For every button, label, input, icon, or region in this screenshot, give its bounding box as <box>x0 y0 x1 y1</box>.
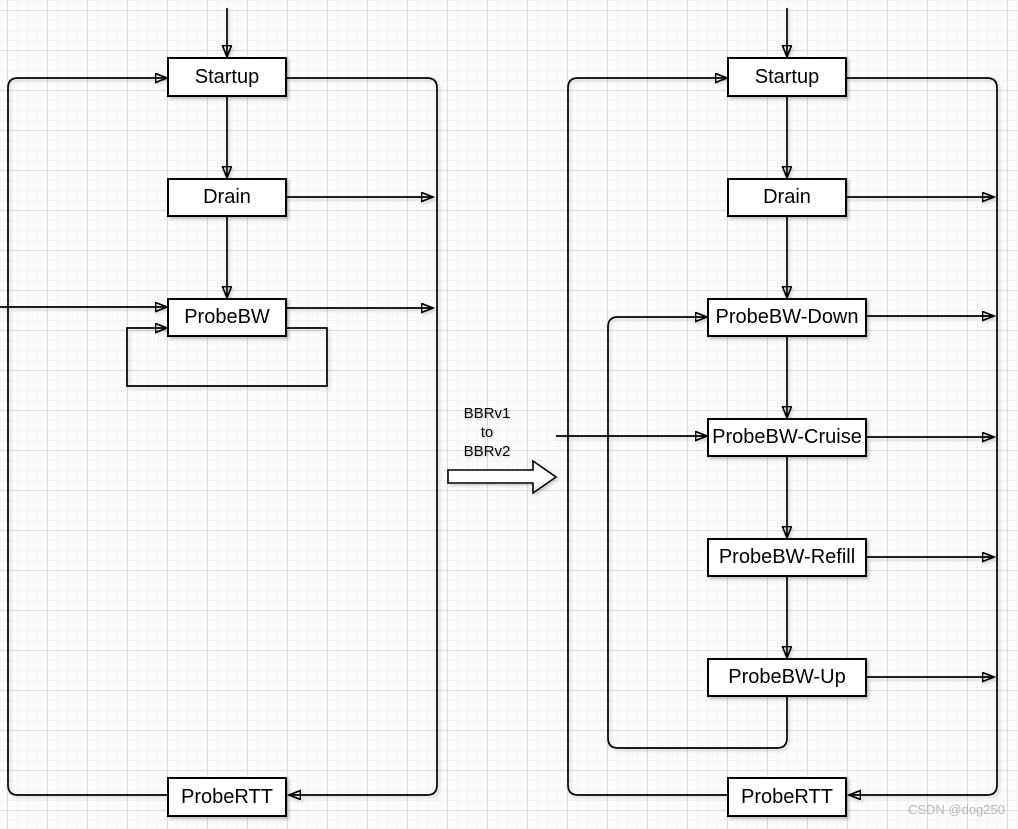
state-label: ProbeBW-Down <box>715 306 859 328</box>
state-node-v2-drain: Drain <box>727 178 847 217</box>
bbrv1-to-bbrv2-block-arrow-icon <box>447 459 558 495</box>
state-node-v1-drain: Drain <box>167 178 287 217</box>
state-node-v2-probebw-cruise: ProbeBW-Cruise <box>707 418 867 457</box>
transition-label-line2: to <box>480 424 494 441</box>
state-label: Drain <box>203 186 251 208</box>
state-node-v1-startup: Startup <box>167 57 287 97</box>
state-node-v1-probertt: ProbeRTT <box>167 777 287 817</box>
transition-label-line3: BBRv2 <box>463 443 511 460</box>
transition-label: BBRv1 to BBRv2 <box>427 404 547 461</box>
state-label: ProbeRTT <box>741 785 833 808</box>
state-node-v2-probebw-refill: ProbeBW-Refill <box>707 538 867 577</box>
state-label: Startup <box>194 65 260 88</box>
state-node-v1-probebw: ProbeBW <box>167 298 287 337</box>
transition-label-line1: BBRv1 <box>463 405 511 422</box>
edge-v1-probertt-to-startup-left-rail <box>7 78 167 796</box>
state-label: ProbeBW-Cruise <box>712 426 862 448</box>
state-node-v2-probebw-up: ProbeBW-Up <box>707 658 867 697</box>
state-label: Startup <box>754 65 820 88</box>
state-node-v2-probertt: ProbeRTT <box>727 777 847 817</box>
edge-v2-startup-to-probertt-right-rail <box>847 77 998 795</box>
state-label: Drain <box>763 186 811 208</box>
edge-v1-startup-to-probertt-right-rail <box>287 77 438 795</box>
state-label: ProbeRTT <box>181 785 273 808</box>
edge-v2-up-loop-to-down <box>607 317 788 749</box>
state-node-v2-probebw-down: ProbeBW-Down <box>707 298 867 337</box>
csdn-watermark: CSDN @dog250 <box>907 802 1005 817</box>
edge-v1-probebw-self-loop <box>126 328 328 387</box>
state-node-v2-startup: Startup <box>727 57 847 97</box>
state-label: ProbeBW-Refill <box>718 546 856 568</box>
state-label: ProbeBW <box>184 306 270 328</box>
state-label: ProbeBW-Up <box>728 666 846 688</box>
